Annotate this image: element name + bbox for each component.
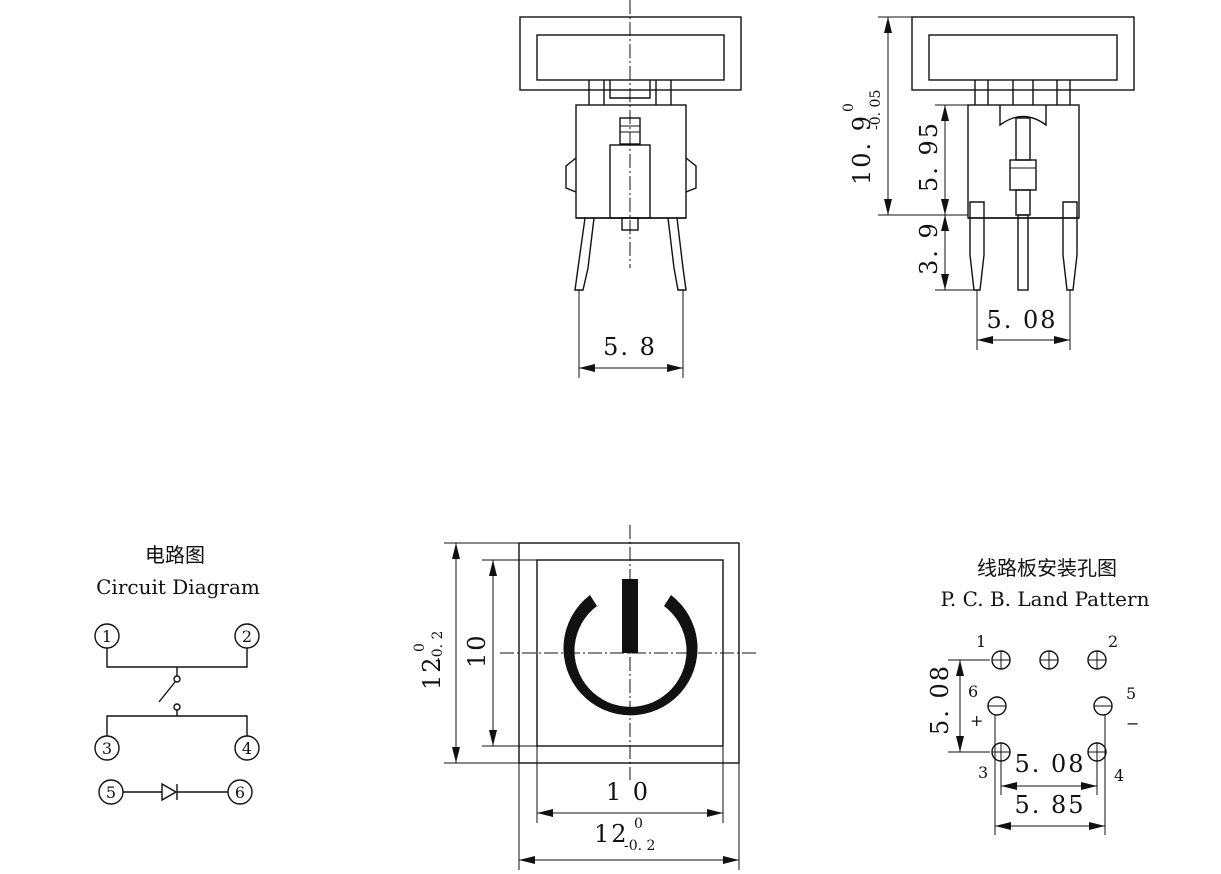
side-cap-outer xyxy=(911,16,1135,91)
side-cap-inner xyxy=(928,34,1118,81)
circuit-title-en: Circuit Diagram xyxy=(96,575,260,599)
side-body-label: 5. 95 xyxy=(915,121,943,192)
top-outer-h-tol-lower: -0. 2 xyxy=(430,631,446,662)
circuit-pin-4 xyxy=(234,735,260,761)
side-left-pin xyxy=(969,201,985,291)
front-view: 5. 8 xyxy=(519,0,742,378)
top-inner-w-label: 1 0 xyxy=(606,778,650,806)
pcb-land-pattern: 线路板安装孔图 P. C. B. Land Pattern 1 2 6 + 5 … xyxy=(926,556,1150,835)
pcb-label-3: 3 xyxy=(978,763,988,782)
front-led-top xyxy=(619,117,641,145)
svg-text:5: 5 xyxy=(106,783,116,802)
circuit-bottom-bus xyxy=(106,715,248,736)
circuit-title-cn: 电路图 xyxy=(145,543,205,567)
svg-text:2: 2 xyxy=(242,627,252,646)
pcb-title-cn: 线路板安装孔图 xyxy=(977,556,1117,580)
side-pitch-label: 5. 08 xyxy=(986,306,1057,334)
pcb-vertical-label: 5. 08 xyxy=(926,664,954,735)
front-cap-inner xyxy=(536,34,725,81)
svg-text:3: 3 xyxy=(102,739,112,758)
top-outer-w-label: 12 xyxy=(594,820,629,848)
top-outer-w-tol-upper: 0 xyxy=(634,816,643,832)
front-left-latch xyxy=(565,157,577,193)
side-housing xyxy=(967,104,1080,219)
top-view: 12 0 -0. 2 10 1 0 12 0 -0. 2 xyxy=(412,525,758,870)
top-inner-h-label: 10 xyxy=(463,633,491,668)
side-pin-label: 3. 9 xyxy=(915,221,943,275)
pcb-label-5: 5 xyxy=(1126,684,1136,703)
front-right-latch xyxy=(685,157,697,193)
pcb-hole-4 xyxy=(1087,742,1107,762)
pcb-label-2: 2 xyxy=(1108,632,1118,651)
pcb-label-minus: − xyxy=(1126,714,1139,733)
circuit-switch xyxy=(158,681,176,703)
pcb-outer-label: 5. 85 xyxy=(1014,791,1085,819)
side-height-tol-upper: 0 xyxy=(841,103,857,112)
circuit-diagram: 电路图 Circuit Diagram 1 2 3 4 5 6 xyxy=(94,543,260,805)
circuit-top-bus xyxy=(106,648,248,668)
pcb-title-en: P. C. B. Land Pattern xyxy=(941,587,1150,611)
front-left-lead xyxy=(574,217,595,291)
pcb-inner-label: 5. 08 xyxy=(1014,750,1085,778)
front-cap-outer xyxy=(519,16,742,91)
side-view: 10. 9 0 -0. 05 5. 95 3. 9 5. 08 xyxy=(841,16,1135,350)
pcb-hole-5 xyxy=(1093,696,1113,716)
pcb-hole-2 xyxy=(1087,650,1107,670)
side-height-label: 10. 9 xyxy=(848,114,876,185)
svg-text:1: 1 xyxy=(102,627,112,646)
front-width-label: 5. 8 xyxy=(603,333,657,361)
front-housing xyxy=(575,104,687,219)
pcb-label-plus: + xyxy=(970,711,983,730)
circuit-pin-6 xyxy=(227,779,253,805)
side-led-body xyxy=(1009,159,1037,191)
side-right-pin xyxy=(1062,201,1078,291)
side-center-pin xyxy=(1017,214,1029,291)
power-icon-bar xyxy=(622,579,638,653)
svg-text:4: 4 xyxy=(242,739,252,758)
top-outer-h-label: 12 xyxy=(418,655,446,690)
front-right-lead xyxy=(667,217,687,291)
pcb-label-4: 4 xyxy=(1114,766,1124,785)
pcb-hole-mid xyxy=(1039,650,1059,670)
svg-text:6: 6 xyxy=(235,783,245,802)
pcb-label-6: 6 xyxy=(968,682,978,701)
led-diode-symbol xyxy=(161,782,178,802)
top-outer-h-tol-upper: 0 xyxy=(412,643,428,652)
pcb-hole-1 xyxy=(991,650,1011,670)
pcb-hole-6 xyxy=(987,696,1007,716)
circuit-pin-3 xyxy=(94,735,120,761)
side-height-tol-lower: -0. 05 xyxy=(868,90,884,130)
side-inner-arch xyxy=(999,105,1047,127)
front-cap-notch xyxy=(609,80,651,99)
pcb-label-1: 1 xyxy=(976,632,986,651)
top-outer-w-tol-lower: -0. 2 xyxy=(624,838,655,854)
